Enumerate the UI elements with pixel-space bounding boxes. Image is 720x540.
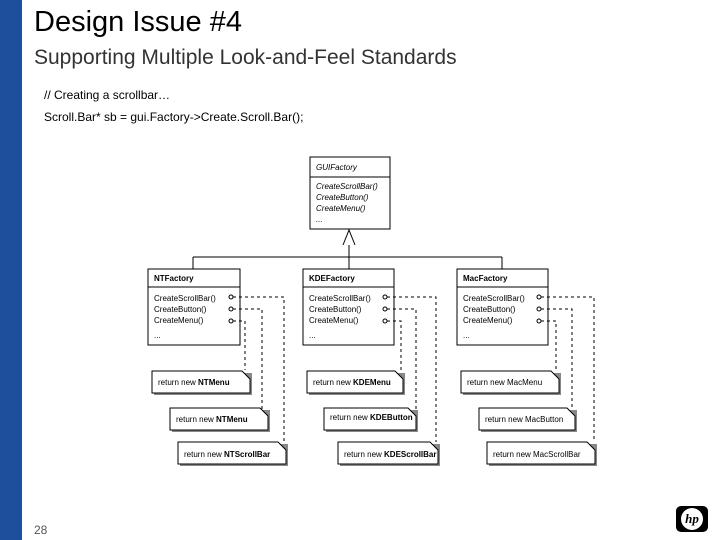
kde-notes: return new KDEMenu return new KDEButton … bbox=[306, 370, 440, 466]
nt-scroll-note: return new bbox=[184, 450, 224, 459]
mac-factory-class: MacFactory CreateScrollBar() CreateButto… bbox=[456, 268, 549, 346]
slide-title: Design Issue #4 bbox=[34, 6, 242, 38]
note-connectors bbox=[228, 294, 595, 442]
kde-button-note: return new bbox=[330, 413, 370, 422]
gui-factory-op: CreateScrollBar() bbox=[316, 182, 378, 191]
nt-menu-note: return new bbox=[158, 378, 198, 387]
gui-factory-name: GUIFactory bbox=[316, 163, 358, 172]
svg-text:return new NTScrollBar: return new NTScrollBar bbox=[184, 450, 270, 459]
kde-button-note-class: KDEButton bbox=[370, 413, 413, 422]
kde-menu-note: return new bbox=[313, 378, 353, 387]
nt-notes: return new NTMenu return new NTMenu retu… bbox=[151, 370, 288, 466]
page-number: 28 bbox=[34, 523, 48, 537]
left-accent-bar bbox=[0, 0, 22, 540]
nt-factory-op: CreateScrollBar() bbox=[154, 294, 216, 303]
mac-factory-op: CreateScrollBar() bbox=[463, 294, 525, 303]
hp-logo-mark: hp bbox=[681, 508, 703, 530]
gui-factory-op: ... bbox=[316, 215, 323, 224]
svg-text:return new NTMenu: return new NTMenu bbox=[176, 415, 248, 424]
mac-notes: return new MacMenu return new MacButton … bbox=[460, 370, 597, 466]
slide-subtitle: Supporting Multiple Look-and-Feel Standa… bbox=[34, 46, 457, 69]
nt-factory-op: CreateMenu() bbox=[154, 316, 204, 325]
svg-text:return new KDEScrollBar: return new KDEScrollBar bbox=[344, 450, 437, 459]
svg-text:return new NTMenu: return new NTMenu bbox=[158, 378, 230, 387]
nt-factory-class: NTFactory CreateScrollBar() CreateButton… bbox=[147, 268, 241, 346]
inheritance-lines bbox=[192, 228, 503, 269]
mac-factory-name: MacFactory bbox=[463, 274, 508, 283]
gui-factory-class: GUIFactory CreateScrollBar() CreateButto… bbox=[309, 156, 391, 230]
kde-factory-op: CreateButton() bbox=[309, 305, 362, 314]
mac-menu-note: return new MacMenu bbox=[467, 378, 542, 387]
mac-button-note: return new MacButton bbox=[485, 415, 563, 424]
nt-factory-name: NTFactory bbox=[154, 274, 194, 283]
nt-button-note-class: NTMenu bbox=[216, 415, 248, 424]
kde-factory-op: CreateMenu() bbox=[309, 316, 359, 325]
code-statement: Scroll.Bar* sb = gui.Factory->Create.Scr… bbox=[44, 110, 304, 124]
nt-button-note: return new bbox=[176, 415, 216, 424]
kde-scroll-note-class: KDEScrollBar bbox=[384, 450, 436, 459]
mac-scroll-note: return new MacScrollBar bbox=[493, 450, 581, 459]
kde-factory-op: ... bbox=[309, 331, 316, 340]
nt-scroll-note-class: NTScrollBar bbox=[224, 450, 270, 459]
nt-menu-note-class: NTMenu bbox=[198, 378, 230, 387]
kde-factory-name: KDEFactory bbox=[309, 274, 355, 283]
kde-factory-class: KDEFactory CreateScrollBar() CreateButto… bbox=[302, 268, 395, 346]
code-comment: // Creating a scrollbar… bbox=[44, 88, 171, 102]
mac-factory-op: ... bbox=[463, 331, 470, 340]
svg-text:return new KDEMenu: return new KDEMenu bbox=[313, 378, 391, 387]
mac-factory-op: CreateMenu() bbox=[463, 316, 513, 325]
nt-factory-op: CreateButton() bbox=[154, 305, 207, 314]
hp-logo: hp bbox=[676, 506, 708, 532]
gui-factory-op: CreateMenu() bbox=[316, 204, 366, 213]
gui-factory-op: CreateButton() bbox=[316, 193, 369, 202]
svg-text:return new KDEButton: return new KDEButton bbox=[330, 413, 413, 422]
nt-factory-op: ... bbox=[154, 331, 161, 340]
kde-menu-note-class: KDEMenu bbox=[353, 378, 391, 387]
kde-scroll-note: return new bbox=[344, 450, 384, 459]
kde-factory-op: CreateScrollBar() bbox=[309, 294, 371, 303]
mac-factory-op: CreateButton() bbox=[463, 305, 516, 314]
